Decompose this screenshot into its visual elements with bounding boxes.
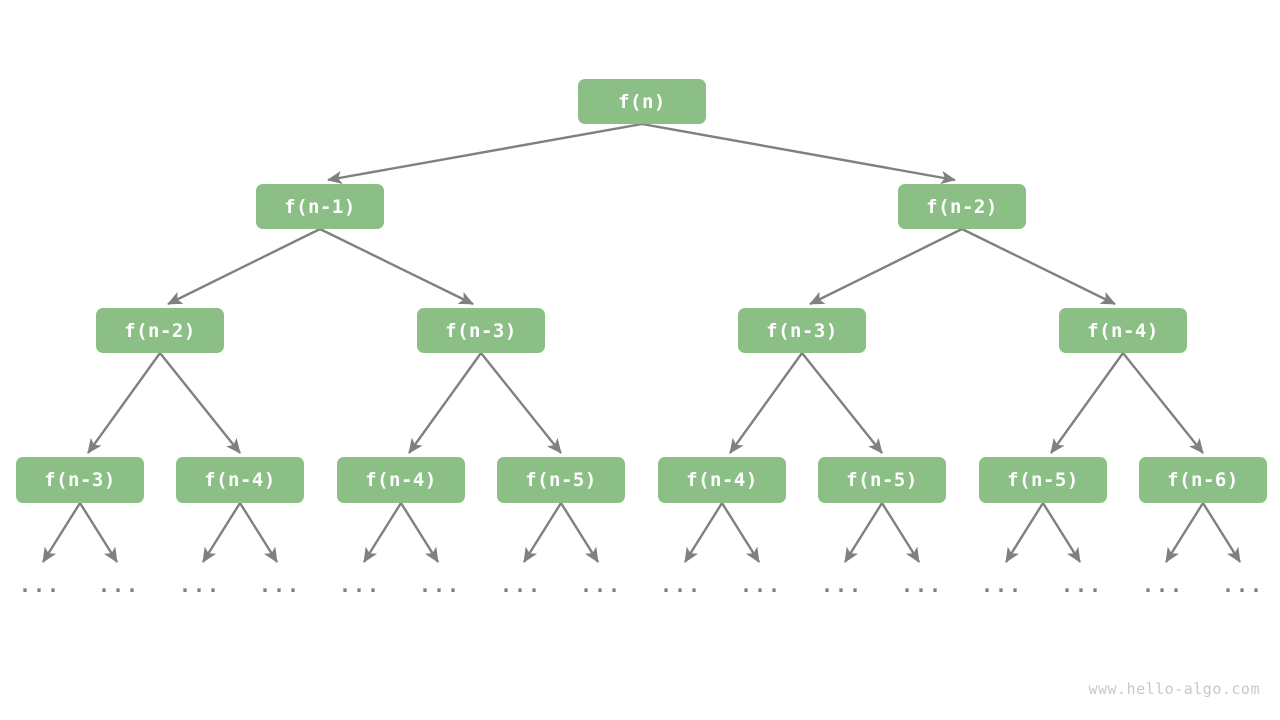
ellipsis-e6: ... [418, 573, 462, 597]
tree-node-n1: f(n-1) [256, 184, 384, 229]
ellipsis-e16: ... [1221, 573, 1265, 597]
tree-edge [167, 227, 321, 306]
tree-edge [1201, 502, 1242, 563]
tree-node-n13: f(n-5) [979, 457, 1107, 503]
tree-edge [720, 502, 761, 563]
watermark: www.hello-algo.com [1088, 680, 1260, 698]
tree-node-n10: f(n-5) [497, 457, 625, 503]
tree-edge [809, 227, 963, 306]
tree-edge [319, 227, 474, 306]
edges-group [41, 122, 1242, 563]
tree-edge [880, 502, 921, 563]
ellipsis-e10: ... [739, 573, 783, 597]
tree-edge [1122, 352, 1204, 454]
tree-edge [1050, 352, 1124, 454]
tree-node-n5: f(n-3) [738, 308, 866, 353]
tree-edge [41, 502, 82, 563]
tree-node-n8: f(n-4) [176, 457, 304, 503]
tree-edge [801, 352, 883, 454]
tree-edge [729, 352, 803, 454]
tree-edge [327, 122, 643, 185]
tree-edge [683, 502, 724, 563]
ellipsis-e12: ... [900, 573, 944, 597]
tree-node-n3: f(n-2) [96, 308, 224, 353]
tree-edge [399, 502, 440, 563]
tree-edge [201, 502, 242, 563]
tree-edge [1041, 502, 1082, 563]
ellipsis-e1: ... [18, 573, 62, 597]
tree-edge [641, 122, 956, 185]
tree-edge [78, 502, 119, 563]
tree-node-n0: f(n) [578, 79, 706, 124]
ellipsis-e9: ... [659, 573, 703, 597]
ellipsis-e13: ... [980, 573, 1024, 597]
ellipsis-e7: ... [499, 573, 543, 597]
tree-edge [1164, 502, 1205, 563]
ellipsis-e15: ... [1141, 573, 1185, 597]
tree-edge [1004, 502, 1045, 563]
tree-edge [559, 502, 600, 563]
tree-node-n9: f(n-4) [337, 457, 465, 503]
tree-edge [362, 502, 403, 563]
ellipsis-e2: ... [97, 573, 141, 597]
tree-node-n14: f(n-6) [1139, 457, 1267, 503]
tree-edge [238, 502, 279, 563]
tree-edge [843, 502, 884, 563]
tree-edge [408, 352, 482, 454]
ellipsis-e5: ... [338, 573, 382, 597]
tree-edge [522, 502, 563, 563]
tree-edge [961, 227, 1116, 306]
ellipsis-e4: ... [258, 573, 302, 597]
tree-node-n2: f(n-2) [898, 184, 1026, 229]
ellipsis-e11: ... [820, 573, 864, 597]
tree-node-n7: f(n-3) [16, 457, 144, 503]
ellipsis-e14: ... [1060, 573, 1104, 597]
ellipsis-e3: ... [178, 573, 222, 597]
tree-edge [159, 352, 241, 454]
ellipsis-e8: ... [579, 573, 623, 597]
tree-node-n12: f(n-5) [818, 457, 946, 503]
tree-node-n6: f(n-4) [1059, 308, 1187, 353]
tree-edge [87, 352, 161, 454]
tree-node-n4: f(n-3) [417, 308, 545, 353]
tree-edge [480, 352, 562, 454]
tree-node-n11: f(n-4) [658, 457, 786, 503]
